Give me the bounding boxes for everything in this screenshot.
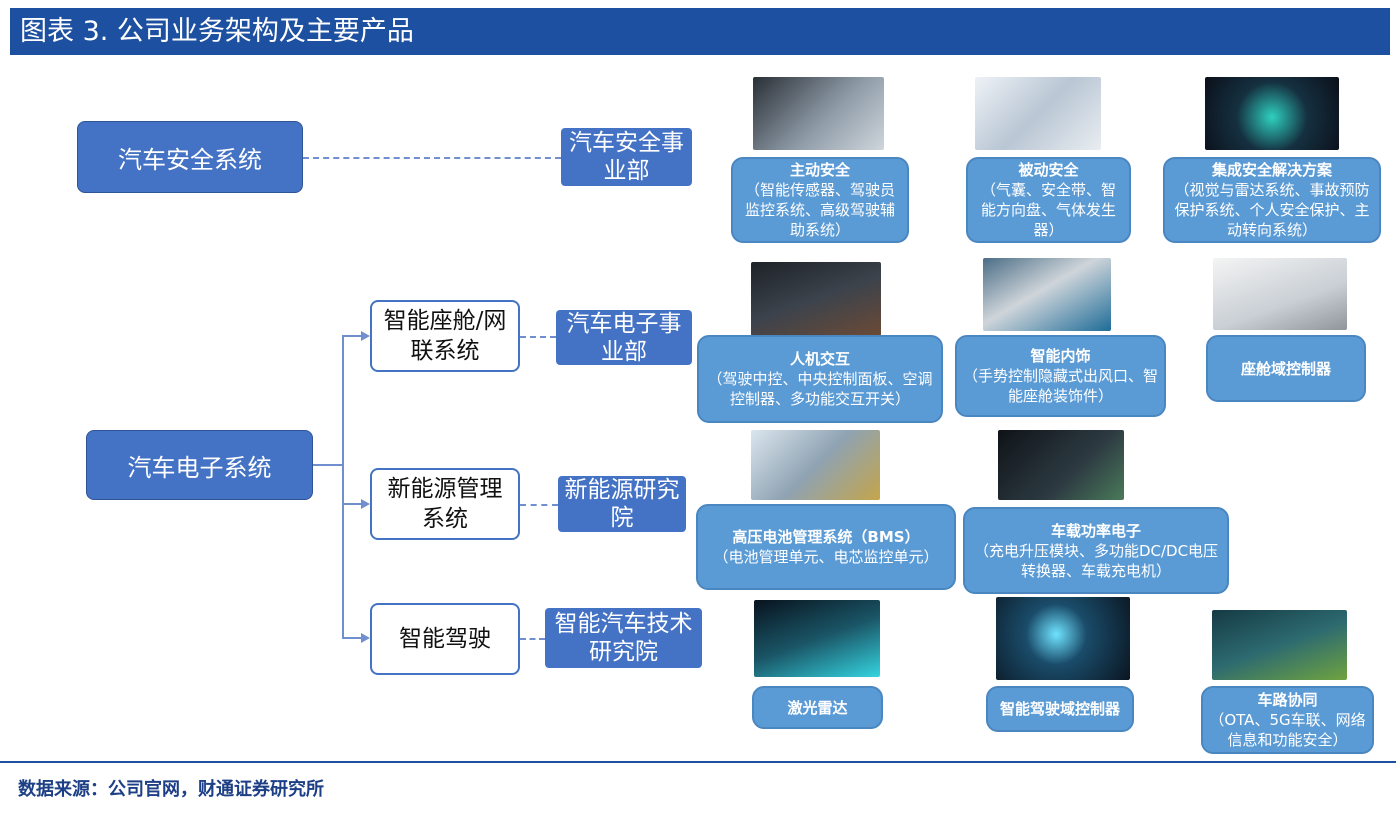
arrow-icon — [361, 633, 370, 643]
connector-line — [342, 335, 362, 337]
divider — [0, 761, 1396, 763]
system-safety: 汽车安全系统 — [77, 121, 303, 193]
product-desc: （OTA、5G车联、网络信息和功能安全） — [1209, 711, 1366, 749]
product-name: 车路协同 — [1257, 691, 1318, 709]
connector-line — [342, 637, 362, 639]
dept-safety: 汽车安全事业部 — [561, 128, 692, 186]
product-name: 车载功率电子 — [1050, 521, 1141, 540]
product-desc: （电池管理单元、电芯监控单元） — [713, 548, 939, 566]
connector-line — [342, 336, 344, 639]
connector-line — [342, 503, 362, 505]
bms-image — [751, 430, 880, 500]
product-integrated-safety: 集成安全解决方案 （视觉与雷达系统、事故预防保护系统、个人安全保护、主动转向系统） — [1163, 157, 1381, 243]
product-active-safety: 主动安全 （智能传感器、驾驶员监控系统、高级驾驶辅助系统） — [731, 157, 909, 243]
dashed-connector — [520, 336, 556, 338]
hmi-image — [751, 262, 881, 336]
dashed-connector — [303, 157, 561, 159]
product-name: 主动安全 — [789, 161, 850, 179]
ad-controller-image — [996, 597, 1130, 680]
product-desc: （智能传感器、驾驶员监控系统、高级驾驶辅助系统） — [744, 181, 895, 239]
system-electronics: 汽车电子系统 — [86, 430, 313, 500]
subsystem-energy: 新能源管理系统 — [370, 468, 520, 540]
product-name: 高压电池管理系统（BMS） — [732, 528, 920, 546]
product-name: 集成安全解决方案 — [1211, 161, 1332, 179]
product-hmi: 人机交互 （驾驶中控、中央控制面板、空调控制器、多功能交互开关） — [697, 335, 943, 423]
figure-title: 图表 3. 公司业务架构及主要产品 — [10, 8, 1390, 55]
product-name: 被动安全 — [1018, 161, 1079, 179]
source-note: 数据来源：公司官网，财通证券研究所 — [18, 779, 324, 800]
subsystem-driving: 智能驾驶 — [370, 603, 520, 675]
dept-energy: 新能源研究院 — [558, 476, 686, 532]
interior-image — [983, 258, 1111, 331]
product-desc: （驾驶中控、中央控制面板、空调控制器、多功能交互开关） — [707, 370, 933, 408]
cockpit-controller-image — [1213, 258, 1347, 330]
arrow-icon — [361, 499, 370, 509]
dept-driving: 智能汽车技术研究院 — [545, 608, 702, 668]
product-interior: 智能内饰 （手势控制隐藏式出风口、智能座舱装饰件） — [955, 335, 1166, 417]
lidar-image — [754, 600, 880, 677]
product-name: 智能内饰 — [1030, 347, 1091, 365]
product-passive-safety: 被动安全 （气囊、安全带、智能方向盘、气体发生器） — [966, 157, 1131, 243]
product-cockpit-controller: 座舱域控制器 — [1206, 335, 1366, 402]
product-ad-controller: 智能驾驶域控制器 — [986, 686, 1134, 732]
airbag-image — [975, 77, 1101, 150]
product-desc: （手势控制隐藏式出风口、智能座舱装饰件） — [963, 367, 1159, 405]
product-power-electronics: 车载功率电子（充电升压模块、多功能DC/DC电压转换器、车载充电机） — [963, 507, 1229, 594]
dashed-connector — [520, 638, 545, 640]
v2x-image — [1212, 610, 1347, 680]
power-electronics-image — [998, 430, 1124, 500]
product-name: 激光雷达 — [787, 698, 848, 717]
integrated-safety-image — [1205, 77, 1339, 150]
dashed-connector — [520, 504, 558, 506]
subsystem-cockpit: 智能座舱/网联系统 — [370, 300, 520, 372]
driver-monitoring-image — [753, 77, 884, 150]
product-name: 智能驾驶域控制器 — [999, 700, 1120, 718]
dept-electronics: 汽车电子事业部 — [556, 310, 692, 365]
product-name: 人机交互 — [789, 350, 850, 368]
connector-line — [313, 464, 343, 466]
product-lidar: 激光雷达 — [752, 686, 883, 729]
product-name: 座舱域控制器 — [1240, 359, 1331, 378]
product-v2x: 车路协同 （OTA、5G车联、网络信息和功能安全） — [1201, 686, 1374, 754]
product-desc: （视觉与雷达系统、事故预防保护系统、个人安全保护、主动转向系统） — [1174, 181, 1370, 239]
product-desc: （充电升压模块、多功能DC/DC电压转换器、车载充电机） — [973, 541, 1219, 580]
arrow-icon — [361, 331, 370, 341]
product-bms: 高压电池管理系统（BMS） （电池管理单元、电芯监控单元） — [696, 504, 956, 590]
product-desc: （气囊、安全带、智能方向盘、气体发生器） — [980, 181, 1116, 239]
